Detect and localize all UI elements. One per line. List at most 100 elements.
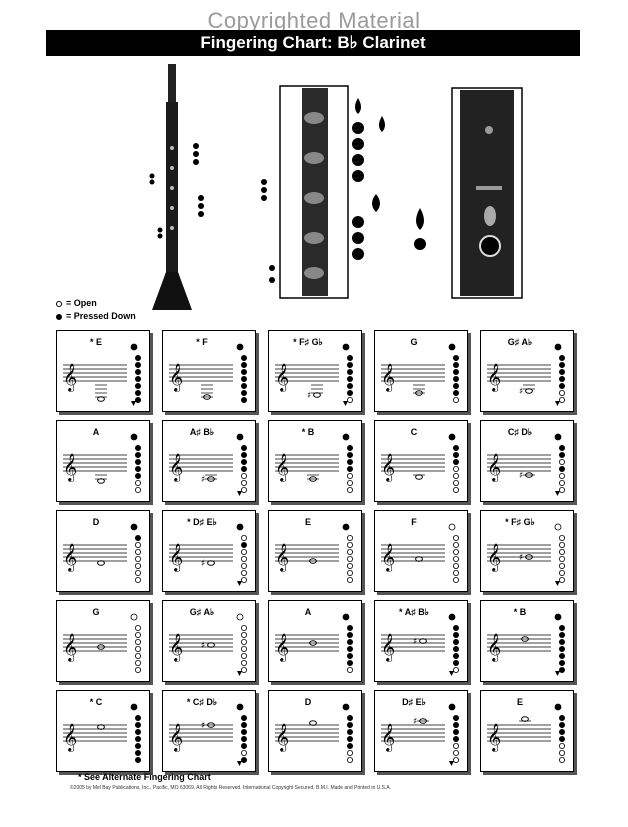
tone-hole-icon: [135, 541, 141, 548]
side-key-icon: [555, 671, 560, 676]
accidental-icon: ♯: [519, 553, 523, 563]
tone-hole-icon: [453, 487, 459, 494]
treble-clef-icon: 𝄞: [487, 363, 501, 392]
music-staff: 𝄞: [275, 633, 339, 662]
tone-hole-icon: [135, 361, 141, 368]
tone-hole-icon: [347, 354, 353, 361]
whole-note-icon: [309, 640, 317, 646]
whole-note-icon: [207, 560, 215, 566]
treble-clef-icon: 𝄞: [63, 543, 77, 572]
tone-hole-icon: [347, 563, 353, 570]
thumb-hole-icon: [554, 703, 562, 711]
tone-hole-icon: [347, 444, 353, 451]
tone-hole-icon: [347, 714, 353, 721]
tone-hole-icon: [347, 534, 353, 541]
thumb-hole-icon: [236, 703, 244, 711]
fingering-diagram: [236, 523, 247, 586]
tone-hole-icon: [241, 757, 247, 764]
whole-note-icon: [521, 716, 529, 722]
tone-hole-icon: [135, 714, 141, 721]
fingering-card: * C♯ D♭𝄞♯: [162, 690, 256, 772]
tone-hole-icon: [135, 563, 141, 570]
thumb-hole-icon: [236, 613, 244, 621]
whole-note-icon: [415, 390, 423, 396]
note-label: A: [92, 427, 100, 437]
tone-hole-icon: [135, 728, 141, 735]
treble-clef-icon: 𝄞: [275, 723, 289, 752]
music-staff: 𝄞: [169, 363, 233, 400]
tone-hole-icon: [559, 548, 565, 555]
treble-clef-icon: 𝄞: [275, 363, 289, 392]
music-staff: 𝄞: [275, 720, 339, 752]
thumb-hole-icon: [554, 613, 562, 621]
accidental-icon: ♯: [307, 391, 311, 401]
tone-hole-icon: [453, 473, 459, 480]
fingering-diagram: [554, 523, 565, 586]
tone-hole-icon: [559, 660, 565, 667]
thumb-hole-icon: [236, 523, 244, 531]
tone-hole-icon: [135, 653, 141, 660]
thumb-hole-icon: [448, 613, 456, 621]
fingering-card: A♯ B♭𝄞♯: [162, 420, 256, 502]
note-label: * D♯ E♭: [187, 517, 217, 527]
music-staff: 𝄞: [63, 723, 127, 752]
tone-hole-icon: [453, 451, 459, 458]
tone-hole-icon: [453, 556, 459, 563]
tone-hole-icon: [135, 451, 141, 458]
tone-hole-icon: [241, 480, 247, 487]
accidental-icon: ♯: [413, 717, 417, 727]
tone-hole-icon: [135, 577, 141, 584]
whole-note-icon: [309, 720, 317, 726]
fingering-diagram: [130, 433, 141, 494]
music-staff: 𝄞: [63, 453, 127, 484]
music-staff: 𝄞: [275, 453, 339, 482]
tone-hole-icon: [453, 444, 459, 451]
treble-clef-icon: 𝄞: [63, 453, 77, 482]
fingering-card: G♯ A♭𝄞♯: [480, 330, 574, 412]
note-label: C: [410, 427, 418, 437]
fingering-diagram: [130, 523, 141, 584]
whole-note-icon: [525, 554, 533, 560]
tone-hole-icon: [135, 354, 141, 361]
tone-hole-icon: [347, 721, 353, 728]
tone-hole-icon: [241, 548, 247, 555]
tone-hole-icon: [135, 556, 141, 563]
tone-hole-icon: [559, 624, 565, 631]
tone-hole-icon: [241, 714, 247, 721]
tone-hole-icon: [135, 721, 141, 728]
watermark: Copyrighted Material: [207, 8, 421, 33]
tone-hole-icon: [453, 714, 459, 721]
accidental-icon: ♯: [201, 475, 205, 485]
tone-hole-icon: [135, 376, 141, 383]
tone-hole-icon: [241, 397, 247, 404]
whole-note-icon: [525, 388, 533, 394]
tone-hole-icon: [453, 368, 459, 375]
whole-note-icon: [313, 392, 321, 398]
whole-note-icon: [419, 638, 427, 644]
tone-hole-icon: [559, 458, 565, 465]
side-key-icon: [449, 761, 454, 766]
tone-hole-icon: [241, 721, 247, 728]
fingering-card: G𝄞: [374, 330, 468, 412]
tone-hole-icon: [559, 397, 565, 404]
tone-hole-icon: [453, 667, 459, 674]
music-staff: 𝄞: [275, 543, 339, 572]
tone-hole-icon: [453, 541, 459, 548]
note-label: * A♯ B♭: [399, 607, 429, 617]
tone-hole-icon: [135, 631, 141, 638]
tone-hole-icon: [241, 390, 247, 397]
tone-hole-icon: [453, 383, 459, 390]
side-key-icon: [555, 491, 560, 496]
thumb-hole-icon: [448, 343, 456, 351]
fingering-card: * F♯ G♭𝄞♯: [268, 330, 362, 412]
tone-hole-icon: [559, 368, 565, 375]
chart-title: Fingering Chart: B♭ Clarinet: [46, 30, 580, 56]
tone-hole-icon: [559, 541, 565, 548]
thumb-hole-icon: [130, 703, 138, 711]
tone-hole-icon: [559, 487, 565, 494]
tone-hole-icon: [347, 750, 353, 757]
thumb-hole-icon: [554, 433, 562, 441]
tone-hole-icon: [559, 638, 565, 645]
side-key-icon: [131, 401, 136, 406]
whole-note-icon: [521, 636, 529, 642]
